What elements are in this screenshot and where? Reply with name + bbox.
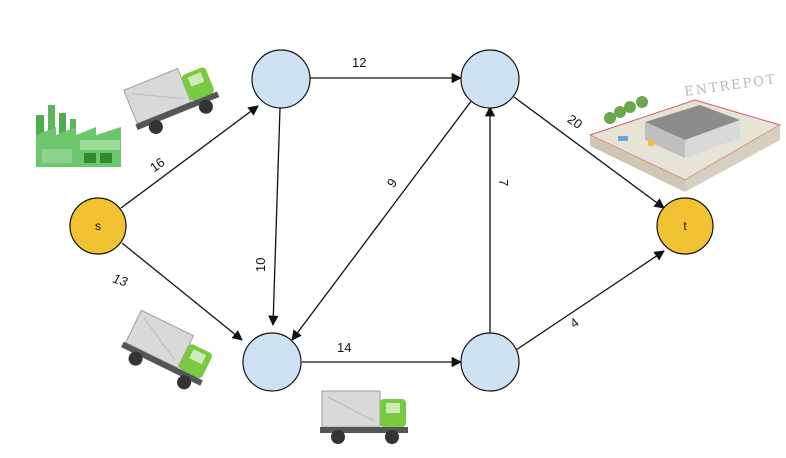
edge-s-a [120,105,259,209]
edge-s-c [121,242,243,341]
truck-icon [123,67,220,134]
node-t: t [656,197,714,255]
edge-label-d-b: 7 [496,179,511,186]
node-s: s [69,197,127,255]
edge-label-s-c: 13 [111,271,130,290]
warehouse-icon [588,96,782,192]
node-d [460,332,520,392]
node-a [251,49,311,109]
edge-label-a-c: 10 [253,258,268,272]
truck-icon [320,390,408,444]
truck-icon [121,309,212,390]
edge-d-t [515,250,665,351]
node-c [242,332,302,392]
node-s-label: s [95,219,101,233]
edge-label-a-b: 12 [352,55,366,70]
edge-label-c-d: 14 [337,340,351,355]
node-b [460,49,520,109]
factory-icon [36,105,121,167]
edge-b-t [513,96,665,209]
edge-a-c [268,107,281,327]
edge-b-c [291,99,473,341]
edge-label-s-a: 16 [147,154,168,175]
edge-label-b-t: 20 [565,111,585,132]
edge-label-b-c: 9 [384,176,400,191]
edge-label-d-t: 4 [567,315,582,331]
node-t-label: t [683,219,687,233]
warehouse-sign: ENTREPOT [683,72,777,100]
